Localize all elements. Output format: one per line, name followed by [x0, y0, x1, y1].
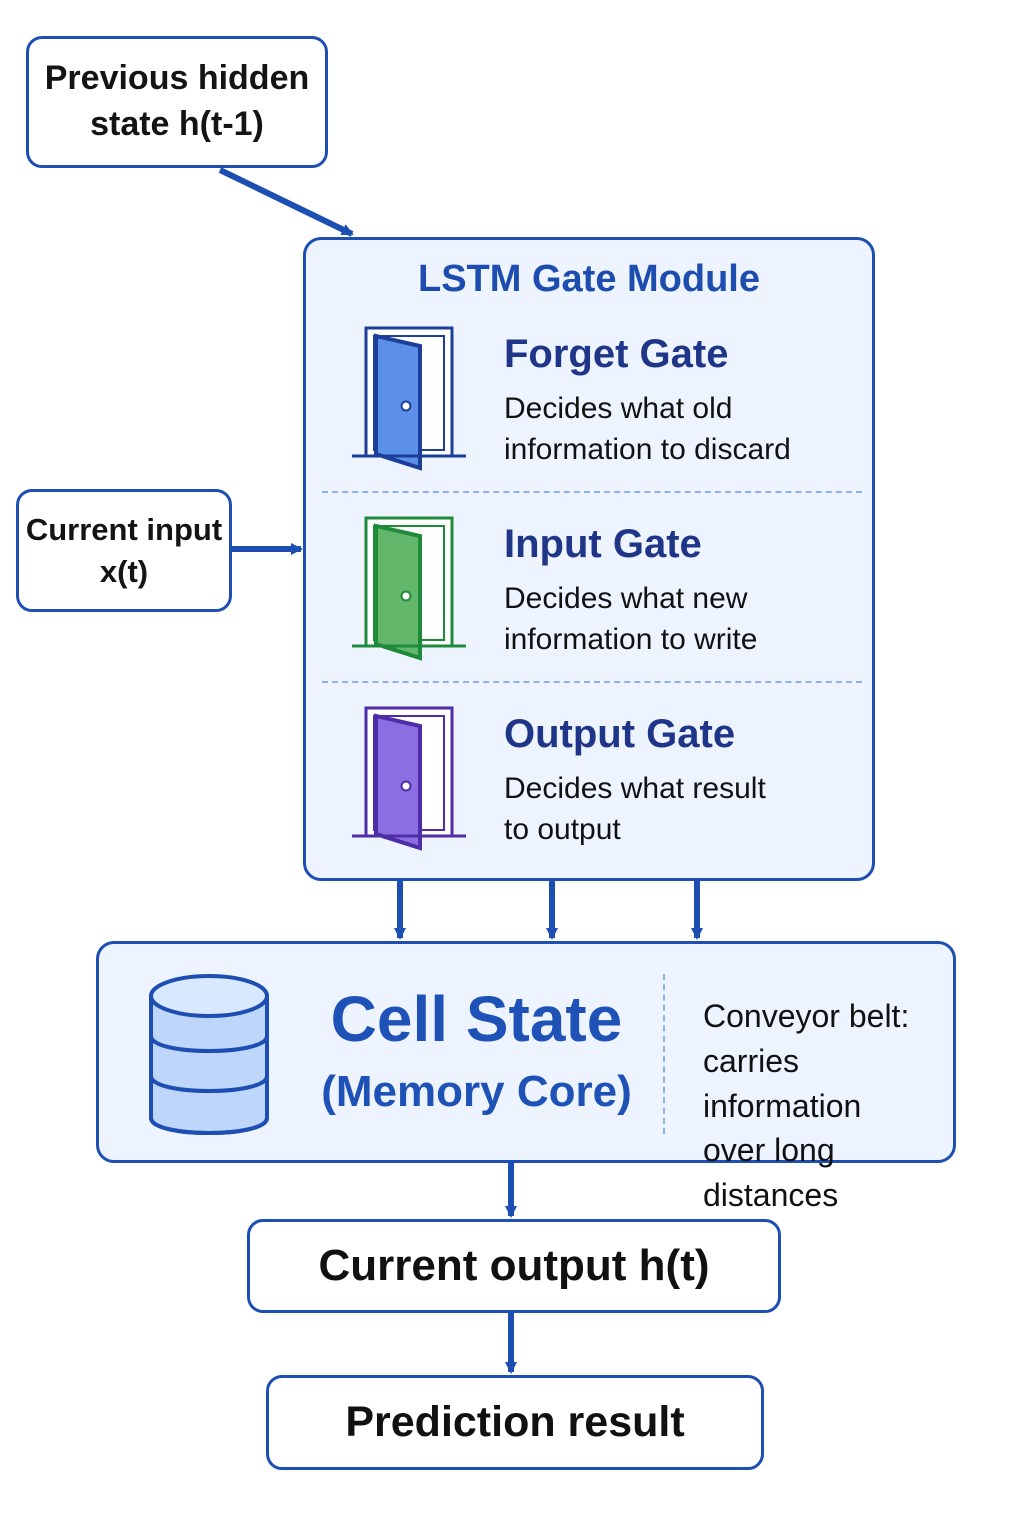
input-gate-text: Input Gate Decides what new information … — [504, 522, 864, 660]
cell-state-box: Cell State (Memory Core) Conveyor belt: … — [96, 941, 956, 1213]
previous-hidden-state-label: Previous hidden state h(t-1) — [44, 59, 310, 143]
database-icon — [149, 974, 269, 1135]
prediction-result-label: Prediction result — [345, 1398, 685, 1446]
current-output-label: Current output h(t) — [318, 1241, 710, 1290]
module-divider-2 — [322, 681, 862, 683]
current-input-label: Current input x(t) — [25, 511, 223, 589]
input-gate-title: Input Gate — [504, 522, 702, 566]
previous-hidden-state-box: Previous hidden state h(t-1) — [26, 36, 328, 168]
output-gate: Output Gate Decides what result to outpu… — [306, 692, 872, 872]
cell-state-subtitle: (Memory Core) — [321, 1067, 632, 1117]
input-gate-description: Decides what new information to write — [504, 582, 758, 656]
forget-gate-title: Forget Gate — [504, 332, 729, 376]
forget-gate: Forget Gate Decides what old information… — [306, 312, 872, 492]
prediction-result-box: Prediction result — [266, 1375, 764, 1470]
output-gate-description: Decides what result to output — [504, 772, 766, 846]
lstm-gate-module: LSTM Gate Module Forget Gate Decides wha… — [303, 237, 875, 881]
output-gate-text: Output Gate Decides what result to outpu… — [504, 712, 864, 850]
forget-gate-door-icon — [352, 326, 466, 471]
module-title: LSTM Gate Module — [418, 258, 760, 300]
module-divider-1 — [322, 491, 862, 493]
forget-gate-text: Forget Gate Decides what old information… — [504, 332, 864, 470]
output-gate-door-icon — [352, 706, 466, 851]
cell-state-title: Cell State — [330, 983, 623, 1055]
current-input-box: Current input x(t) — [16, 489, 232, 612]
forget-gate-description: Decides what old information to discard — [504, 392, 791, 466]
output-gate-title: Output Gate — [504, 712, 736, 756]
cell-state-divider — [663, 974, 665, 1134]
cell-state-note: Conveyor belt: carries information over … — [703, 998, 910, 1214]
cell-state-title-wrap: Cell State (Memory Core) — [294, 983, 659, 1117]
current-output-box: Current output h(t) — [247, 1219, 781, 1313]
prev-to-module-arrow — [218, 167, 354, 237]
input-gate-door-icon — [352, 516, 466, 661]
input-gate: Input Gate Decides what new information … — [306, 502, 872, 682]
